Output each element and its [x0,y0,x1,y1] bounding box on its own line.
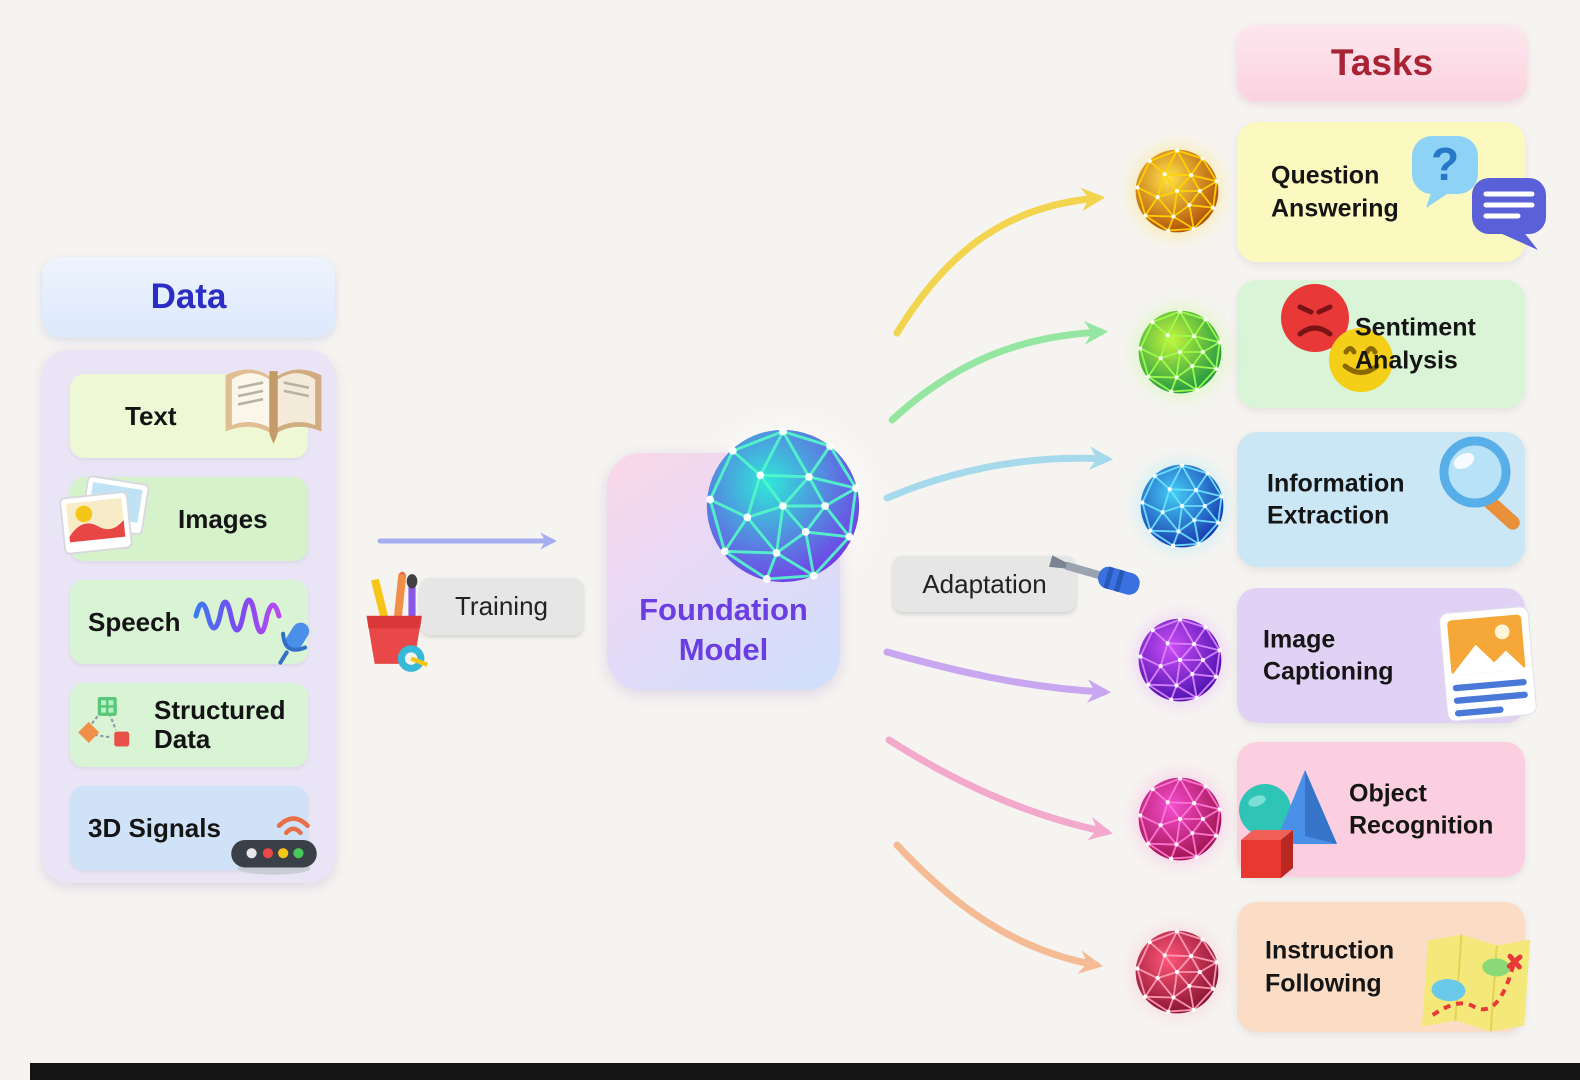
task-information-extraction: Information Extraction [1237,432,1525,567]
task-question-answering: Question Answering ? [1237,122,1546,262]
arrow-instruction-following [893,841,1104,974]
task-instruction-following-label: Instruction Following [1265,936,1395,998]
task-question-answering-label: Question Answering [1271,161,1399,223]
sphere-image-captioning [1136,616,1224,704]
image-card-icon [1435,604,1541,726]
sphere-instruction-following [1133,928,1221,1016]
data-item-signals-label: 3D Signals [88,812,221,843]
data-item-images: Images [59,475,308,561]
photos-icon [54,467,162,569]
device-wifi-icon [218,800,330,884]
arrow-sentiment-analysis [888,320,1109,424]
map-route-icon [1415,928,1537,1040]
sphere-information-extraction [1138,462,1226,550]
data-item-text-label: Text [125,400,177,431]
task-image-captioning: Image Captioning [1237,588,1537,723]
question-speech-bubbles-icon: ? [1402,130,1560,262]
arrow-question-answering [893,187,1106,337]
task-object-recognition: Object Recognition [1237,742,1525,878]
tasks-title-text: Tasks [1330,42,1434,83]
book-icon [211,354,336,459]
data-item-text: Text [70,369,322,458]
data-title-text: Data [150,277,227,316]
sphere-object-recognition [1136,775,1224,863]
training-label: Training [455,591,548,621]
data-item-images-label: Images [178,503,268,534]
3d-shapes-icon [1225,752,1361,888]
arrow-image-captioning [883,648,1112,704]
adaptation-label-box: Adaptation [893,556,1076,612]
foundation-model-label: Foundation Model [639,592,808,668]
task-sentiment-analysis: Sentiment Analysis [1237,280,1525,408]
task-instruction-following: Instruction Following [1237,902,1531,1032]
screwdriver-icon [1040,540,1150,614]
data-item-speech: Speech [70,580,310,665]
svg-text:?: ? [1431,138,1459,190]
pencil-cup-icon [356,566,436,680]
data-item-3d-signals: 3D Signals [70,786,317,875]
training-label-box: Training [420,578,583,635]
sphere-question-answering [1133,147,1221,235]
arrow-information-extraction [883,446,1114,502]
task-sentiment-analysis-label: Sentiment Analysis [1355,313,1476,375]
adaptation-label: Adaptation [922,568,1047,599]
sad-happy-faces-icon [1273,280,1405,402]
data-section-title: Data [42,257,335,337]
task-object-recognition-label: Object Recognition [1349,779,1494,840]
flowchart-icon [78,692,144,758]
data-item-structured-label: Structured Data [154,694,286,754]
task-information-extraction-label: Information Extraction [1267,469,1405,530]
tasks-section-title: Tasks [1237,25,1527,101]
bottom-bar [30,1063,1580,1080]
waveform-microphone-icon [188,576,326,676]
data-item-structured-data: Structured Data [70,683,308,767]
magnifying-glass-icon [1425,432,1551,554]
task-image-captioning-label: Image Captioning [1263,625,1394,686]
data-panel: Text [42,350,335,883]
sphere-sentiment-analysis [1136,308,1224,396]
arrow-object-recognition [885,736,1113,841]
foundation-model-sphere [702,425,864,587]
data-item-speech-label: Speech [88,606,181,637]
